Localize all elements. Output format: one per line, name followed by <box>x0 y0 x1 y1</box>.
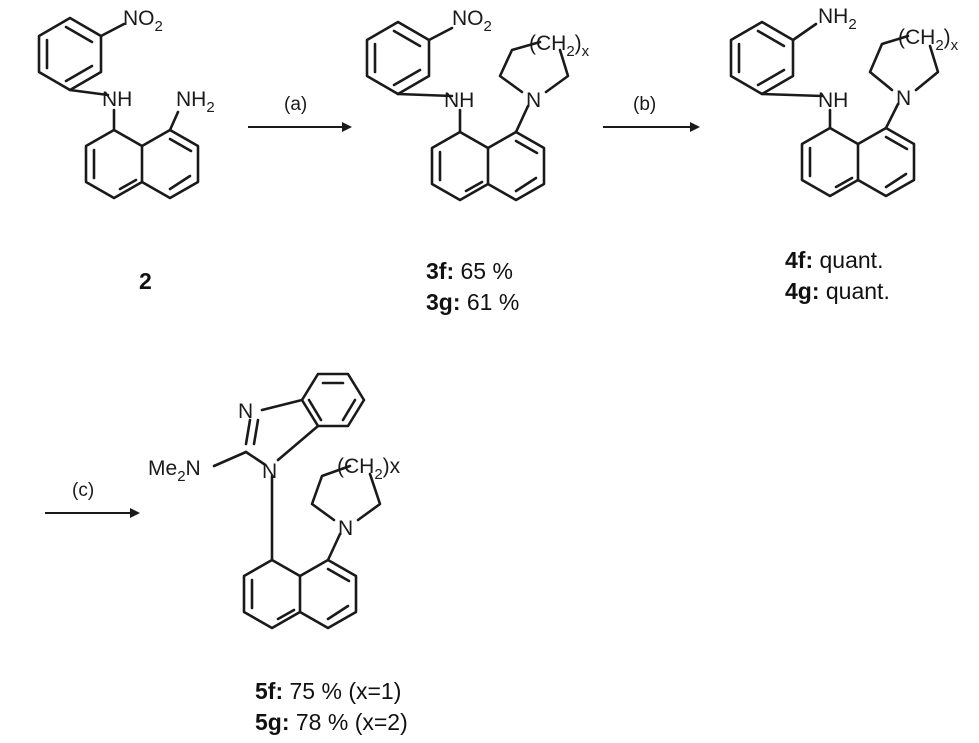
compound-label-5f: 5f: 75 % (x=1) <box>255 678 401 704</box>
compound-3-bonds <box>365 20 570 202</box>
nh-label: NH <box>818 89 848 112</box>
benzimidazole-n1-label: N <box>262 460 277 483</box>
compound-2-bonds <box>37 16 200 200</box>
compound-label-3g: 3g: 61 % <box>426 289 519 315</box>
compound-label-2: 2 <box>139 268 152 294</box>
compound-label-4g: 4g: quant. <box>785 278 890 304</box>
compound-label-5g: 5g: 78 % (x=2) <box>255 709 408 735</box>
compound-5-bonds <box>212 372 382 630</box>
amine-label: NH2 <box>176 88 215 116</box>
compound-4: NH2 NH N (CH2)x 4f: quant. 4g: quant. <box>729 5 959 304</box>
nh-label: NH <box>102 88 132 111</box>
compound-2: NO2 NH NH2 2 <box>37 7 215 294</box>
arrow-a: (a) <box>248 94 352 132</box>
compound-4-bonds <box>729 20 940 198</box>
condition-b: (b) <box>633 94 656 115</box>
condition-c: (c) <box>72 480 94 501</box>
compound-label-4f: 4f: quant. <box>785 247 883 273</box>
compound-3: NO2 NH N (CH2)x 3f: 65 % 3g: 61 % <box>365 7 590 315</box>
arrow-b: (b) <box>603 94 700 132</box>
compound-label-3f: 3f: 65 % <box>426 258 513 284</box>
compound-5: N N Me2N N (CH2)x 5f: 75 % (x=1) 5g: 78 … <box>148 372 408 735</box>
nh-label: NH <box>444 89 474 112</box>
arrow-c: (c) <box>45 480 140 518</box>
ring-nitrogen-label: N <box>526 89 541 112</box>
ring-nitrogen-label: N <box>896 87 911 110</box>
ring-ch2-label: (CH2)x <box>898 26 959 54</box>
benzimidazole-n3-label: N <box>238 400 253 423</box>
nitro-label: NO2 <box>123 7 163 35</box>
nitro-label: NO2 <box>452 7 492 35</box>
ring-ch2-label: (CH2)x <box>529 32 590 60</box>
condition-a: (a) <box>284 94 307 115</box>
ring-ch2-label: (CH2)x <box>337 455 401 483</box>
amine-label: NH2 <box>818 5 857 33</box>
dimethylamino-label: Me2N <box>148 457 201 485</box>
ring-nitrogen-label: N <box>338 517 353 540</box>
